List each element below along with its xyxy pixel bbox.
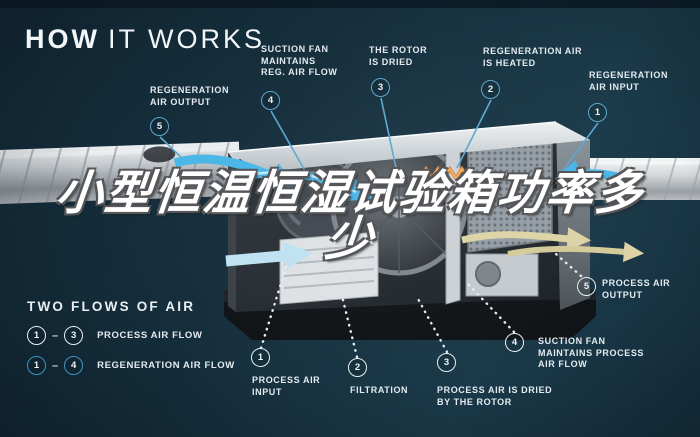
machine-left-edge (228, 152, 236, 312)
callout-badge-reg-output: 5 (150, 117, 169, 136)
callout-badge-suction-reg: 4 (261, 91, 280, 110)
badge-number: 1 (33, 360, 40, 371)
callout-label-process-air-dried: PROCESS AIR IS DRIED BY THE ROTOR (437, 385, 553, 407)
legend-row-regeneration-air-flow: 1 – 4 REGENERATION AIR FLOW (27, 356, 235, 375)
callout-label-suction-fan-reg: SUCTION FAN MAINTAINS REG. AIR FLOW (261, 44, 338, 77)
heater-coil-glow (419, 167, 469, 180)
badge-number: 1 (594, 107, 601, 118)
machine-top-face (228, 122, 590, 172)
callout-label-process-air-input: PROCESS AIR INPUT (252, 375, 321, 397)
filter-box (279, 231, 379, 305)
badge-number: 5 (583, 281, 590, 292)
callout-label-rotor-is-dried: THE ROTOR IS DRIED (369, 45, 428, 67)
badge-number: 1 (257, 352, 264, 363)
callout-badge-filtration: 2 (348, 358, 367, 377)
legend-badge-to: 4 (64, 356, 84, 375)
top-callout-leader-lines (159, 97, 599, 183)
callout-label-regeneration-air-input: REGENERATION AIR INPUT (589, 70, 669, 92)
badge-number: 4 (267, 95, 274, 106)
badge-number: 2 (487, 84, 494, 95)
legend-label: PROCESS AIR FLOW (97, 330, 203, 341)
callout-label-regeneration-air-output: REGENERATION AIR OUTPUT (150, 85, 230, 107)
legend-label: REGENERATION AIR FLOW (97, 360, 235, 371)
regeneration-airflow-arrows (173, 154, 632, 202)
callout-label-suction-fan-process: SUCTION FAN MAINTAINS PROCESS AIR FLOW (538, 336, 645, 369)
process-airflow-arrows (225, 227, 645, 271)
title-light: IT WORKS (107, 24, 265, 54)
badge-number: 4 (511, 337, 518, 348)
callout-badge-process-dried: 3 (437, 353, 456, 372)
callout-badge-reg-heated: 2 (481, 80, 500, 99)
callout-badge-suction-process: 4 (505, 333, 524, 352)
badge-number: 4 (70, 360, 77, 371)
badge-number: 5 (156, 121, 163, 132)
callout-badge-reg-input: 1 (588, 103, 607, 122)
badge-number: 3 (443, 357, 450, 368)
legend-badge-from: 1 (27, 356, 46, 375)
callout-label-regeneration-air-heated: REGENERATION AIR IS HEATED (483, 46, 583, 68)
badge-number: 3 (377, 82, 384, 93)
callout-badge-process-output: 5 (577, 277, 596, 296)
machine-top-highlight (227, 121, 557, 153)
callout-label-process-air-output: PROCESS AIR OUTPUT (602, 278, 671, 300)
badge-number: 2 (354, 362, 361, 373)
callout-badge-process-input: 1 (251, 348, 270, 367)
title-bold: HOW (25, 24, 100, 54)
legend-dash: – (52, 329, 59, 342)
badge-number: 3 (70, 330, 77, 341)
legend-badge-to: 3 (64, 326, 84, 345)
legend-dash: – (52, 359, 59, 372)
legend-badge-from: 1 (27, 326, 46, 345)
callout-badge-rotor-dried: 3 (371, 78, 390, 97)
legend-row-process-air-flow: 1 – 3 PROCESS AIR FLOW (27, 326, 202, 345)
legend-title: TWO FLOWS OF AIR (27, 299, 196, 314)
regeneration-output-duct (0, 141, 241, 205)
top-dark-strip (0, 0, 700, 8)
badge-number: 1 (33, 330, 40, 341)
callout-label-filtration: FILTRATION (350, 385, 409, 395)
bottom-callout-leader-lines (259, 252, 583, 359)
